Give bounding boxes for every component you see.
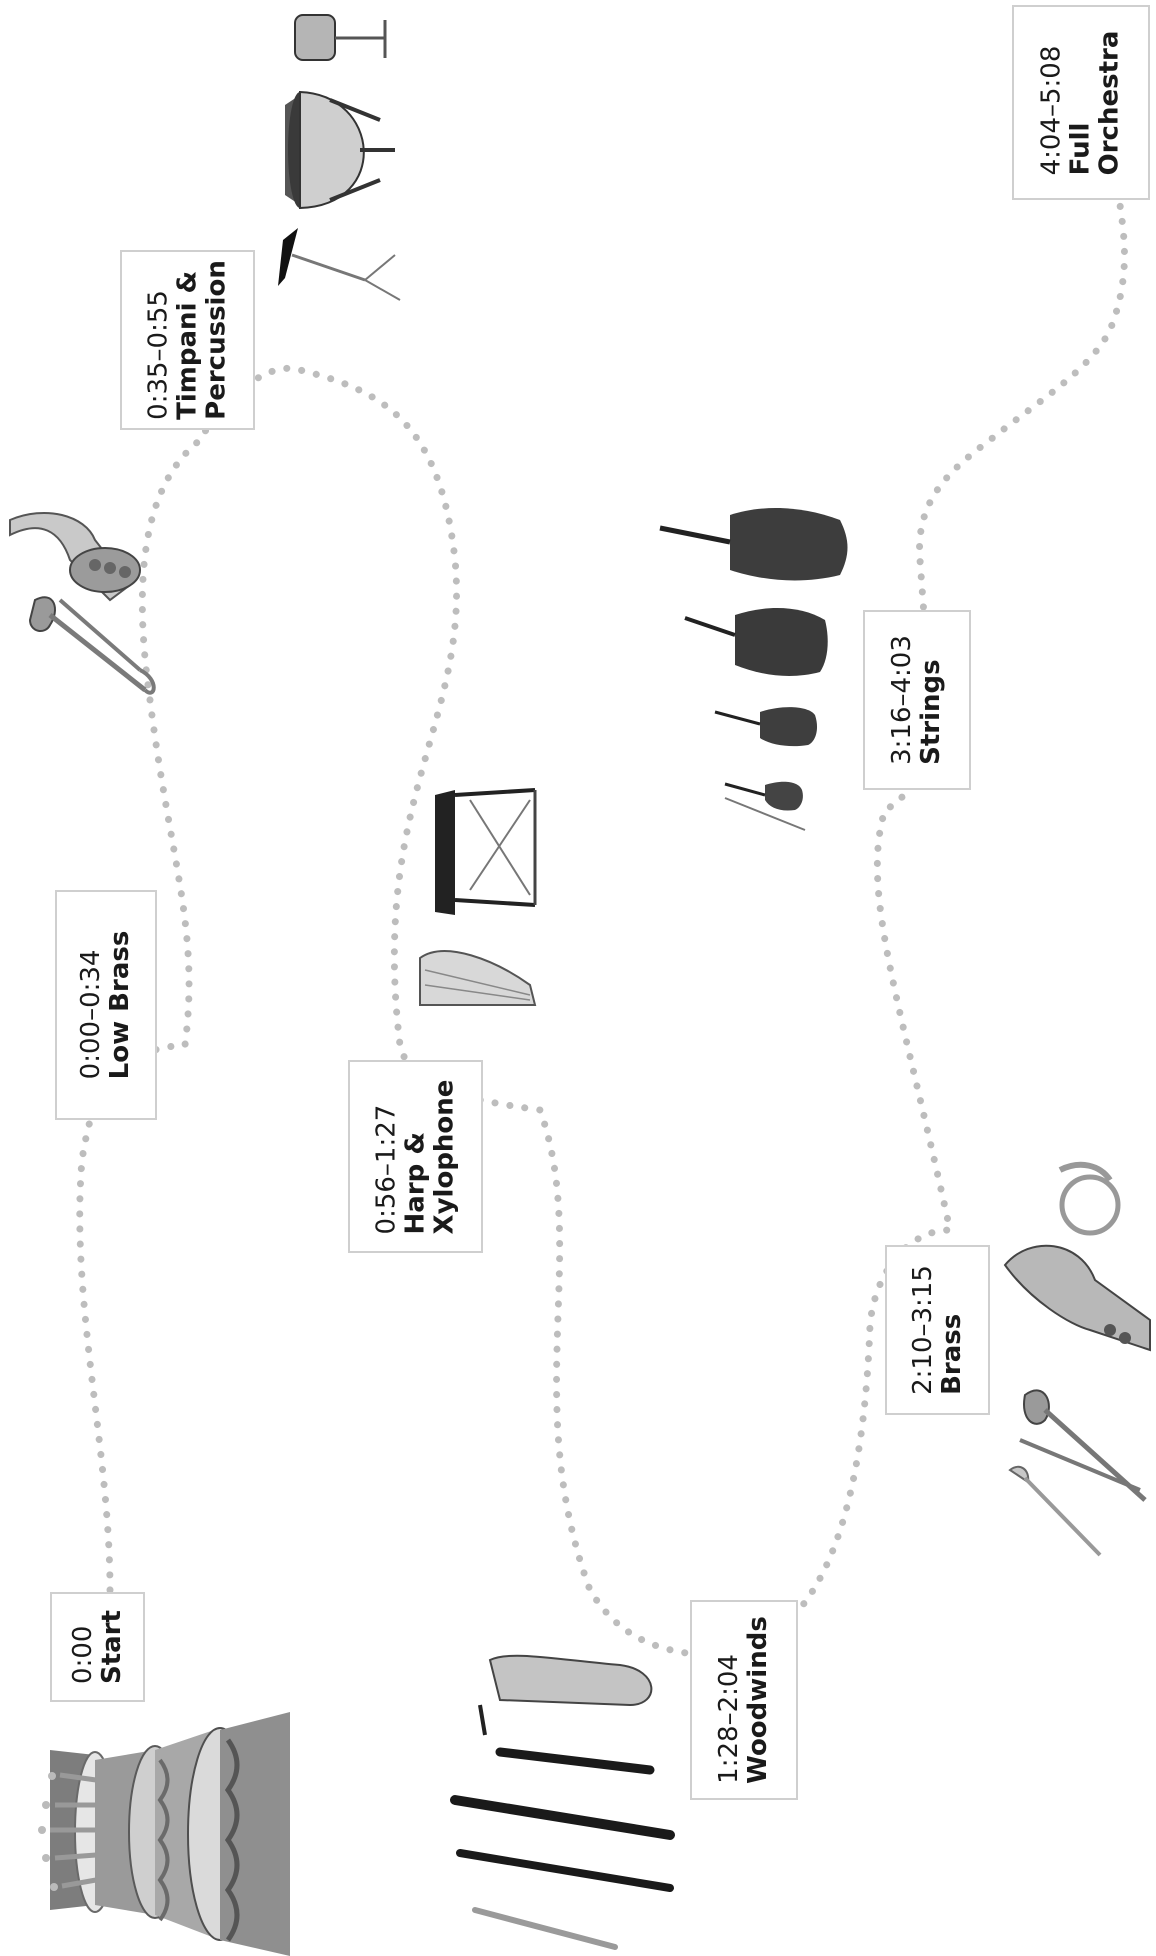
section-name: Woodwinds xyxy=(744,1616,773,1784)
section-time: 4:04–5:08 xyxy=(1037,30,1066,175)
section-label-full: 4:04–5:08 Full Orchestra xyxy=(1012,5,1150,200)
section-name: Full xyxy=(1066,30,1095,175)
tuba-icon xyxy=(10,513,140,600)
section-label-harp: 0:56–1:27 Harp & Xylophone xyxy=(348,1060,483,1253)
flute-icon xyxy=(475,1910,615,1947)
trombone-brass-icon xyxy=(1020,1390,1145,1500)
section-name: Start xyxy=(98,1610,127,1684)
section-time: 0:56–1:27 xyxy=(372,1079,401,1234)
section-name: Percussion xyxy=(202,260,231,420)
section-label-brass: 2:10–3:15 Brass xyxy=(885,1245,990,1415)
double-bass-icon xyxy=(660,508,848,580)
timpani-drum-icon xyxy=(285,92,395,208)
section-time: 2:10–3:15 xyxy=(908,1265,937,1395)
section-time: 0:00 xyxy=(68,1610,97,1684)
section-time: 0:00–0:34 xyxy=(77,931,106,1080)
section-name: Harp & xyxy=(401,1079,430,1234)
section-name: Xylophone xyxy=(430,1079,459,1234)
section-label-timpani: 0:35–0:55 Timpani & Percussion xyxy=(120,250,255,430)
section-label-woodwinds: 1:28–2:04 Woodwinds xyxy=(690,1600,798,1800)
section-name: Low Brass xyxy=(106,931,135,1080)
trumpet-icon xyxy=(1010,1467,1100,1555)
section-label-start: 0:00 Start xyxy=(50,1592,145,1702)
harp-icon xyxy=(420,951,535,1005)
snare-drum-icon xyxy=(295,15,385,60)
section-time: 1:28–2:04 xyxy=(715,1616,744,1784)
violin-icon xyxy=(725,782,805,830)
section-name: Brass xyxy=(938,1265,967,1395)
trombone-icon xyxy=(30,597,154,692)
section-name: Timpani & xyxy=(173,260,202,420)
section-label-strings: 3:16–4:03 Strings xyxy=(863,610,971,790)
viola-icon xyxy=(715,707,817,746)
oboe-icon xyxy=(460,1853,670,1888)
tuba-brass-icon xyxy=(1005,1246,1150,1350)
birthday-cake-icon xyxy=(38,1712,290,1956)
french-horn-icon xyxy=(1060,1165,1118,1233)
section-time: 0:35–0:55 xyxy=(144,260,173,420)
saxophone-icon xyxy=(480,1656,651,1735)
clarinet-icon xyxy=(500,1752,650,1770)
cello-icon xyxy=(685,608,828,676)
section-name: Strings xyxy=(917,635,946,765)
cymbal-icon xyxy=(278,228,400,300)
section-label-low-brass: 0:00–0:34 Low Brass xyxy=(55,890,157,1120)
section-name: Orchestra xyxy=(1096,30,1125,175)
section-time: 3:16–4:03 xyxy=(888,635,917,765)
xylophone-icon xyxy=(435,790,535,915)
bassoon-icon xyxy=(455,1800,670,1835)
